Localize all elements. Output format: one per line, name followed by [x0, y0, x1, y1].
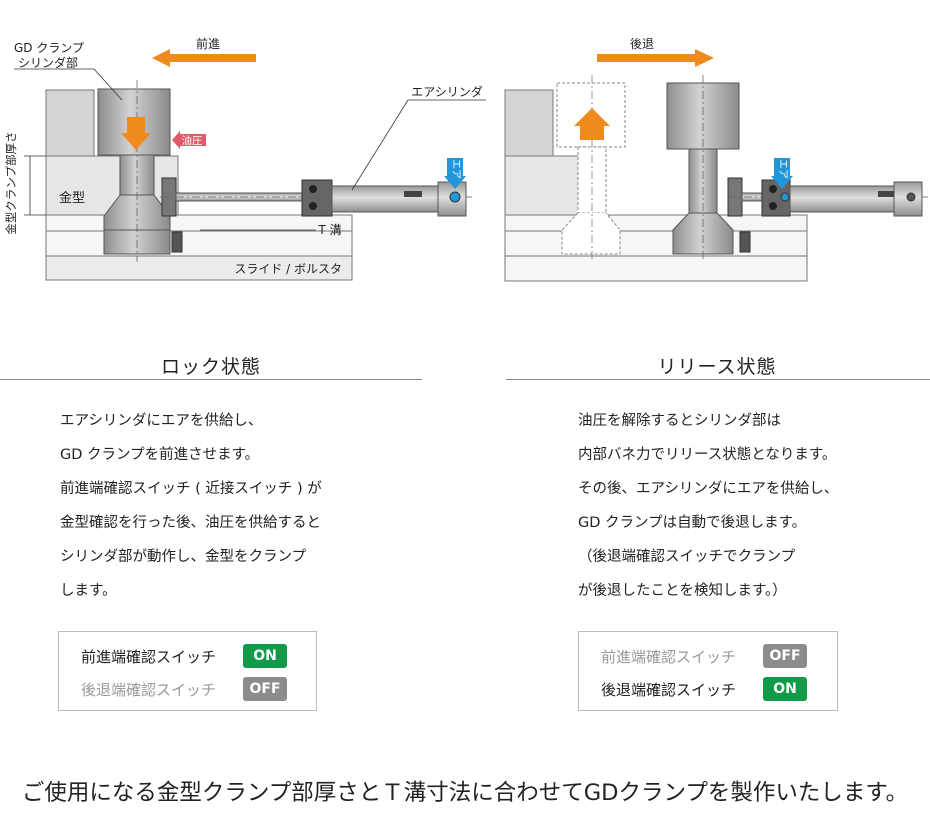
air-port [449, 191, 461, 203]
clamp-down-arrow [121, 117, 151, 150]
air-cylinder-label: エアシリンダ [411, 84, 483, 99]
release-up-arrow [574, 108, 610, 140]
backward-switch-row: 後退端確認スイッチ [601, 679, 761, 700]
t-slot-band [45, 214, 353, 257]
release-line: 内部バネ力でリリース状態となります。 [578, 447, 837, 463]
air-cylinder [301, 179, 333, 217]
release-line: 油圧を解除するとシリンダ部は [578, 413, 781, 429]
release-line: （後退端確認スイッチでクランプ [578, 549, 796, 565]
release-line: が後退したことを検知します。） [578, 583, 787, 599]
forward-switch-label: 前進端確認スイッチ [601, 648, 737, 666]
forward-arrow [152, 49, 256, 67]
release-description: 油圧を解除するとシリンダ部は 内部バネ力でリリース状態となります。 その後、エア… [578, 404, 838, 608]
lock-line: 金型確認を行った後、油圧を供給すると [60, 515, 321, 531]
lock-divider [0, 379, 422, 380]
direction-label-right: 後退 [630, 37, 654, 51]
lock-description: エアシリンダにエアを供給し、 GD クランプを前進させます。 前進端確認スイッチ… [60, 404, 322, 608]
status-badge-on: ON [243, 644, 287, 668]
release-title: リリース状態 [657, 356, 777, 378]
backward-switch-row: 後退端確認スイッチ [81, 679, 241, 700]
lock-title: ロック状態 [160, 356, 261, 378]
backward-switch-label: 後退端確認スイッチ [81, 681, 217, 699]
lock-line: エアシリンダにエアを供給し、 [60, 413, 263, 429]
oil-label: 油圧 [182, 134, 203, 147]
forward-switch-row: 前進端確認スイッチ [81, 646, 241, 667]
footer-note: ご使用になる金型クランプ部厚さとＴ溝寸法に合わせてGDクランプを製作いたします。 [21, 780, 909, 806]
lock-line: シリンダ部が動作し、金型をクランプ [60, 549, 307, 565]
air-arrow-icon [444, 176, 466, 189]
release-divider [506, 379, 930, 380]
release-switch-status: 前進端確認スイッチ OFF 後退端確認スイッチ ON [578, 631, 838, 711]
lock-line: 前進端確認スイッチ ( 近接スイッチ ) が [60, 481, 322, 497]
release-line: GD クランプは自動で後退します。 [578, 515, 807, 531]
release-line: その後、エアシリンダにエアを供給し、 [578, 481, 839, 497]
forward-switch-row: 前進端確認スイッチ [601, 646, 761, 667]
clamp-label-1: GD クランプ [14, 41, 84, 55]
backward-switch-label: 後退端確認スイッチ [601, 681, 737, 699]
air-label-right: エア [777, 159, 788, 179]
release-diagram: 後退 エア [504, 37, 928, 282]
thickness-label: 金型クランプ部厚さ [4, 131, 18, 234]
mold-label: 金型 [59, 190, 85, 206]
clamp-label-2: シリンダ部 [18, 55, 78, 70]
direction-label: 前進 [196, 36, 220, 51]
air-arrow-icon-right [771, 176, 793, 189]
air-label: エア [450, 159, 461, 179]
status-badge-on: ON [763, 677, 807, 701]
t-slot-label: T 溝 [317, 223, 341, 237]
slide-label: スライド / ボルスタ [234, 262, 342, 276]
forward-switch-label: 前進端確認スイッチ [81, 648, 217, 666]
backward-arrow [597, 49, 714, 67]
lock-line: GD クランプを前進させます。 [60, 447, 260, 463]
lock-switch-status: 前進端確認スイッチ ON 後退端確認スイッチ OFF [58, 631, 317, 711]
lock-diagram: GD クランプ シリンダ部 前進 油圧 エアシリンダ エア 金型 T 溝 スライ… [4, 36, 486, 281]
oil-arrow-icon [172, 131, 206, 149]
status-badge-off: OFF [243, 677, 287, 701]
lock-line: します。 [60, 583, 117, 599]
status-badge-off: OFF [763, 644, 807, 668]
slide-bolster [45, 255, 353, 281]
